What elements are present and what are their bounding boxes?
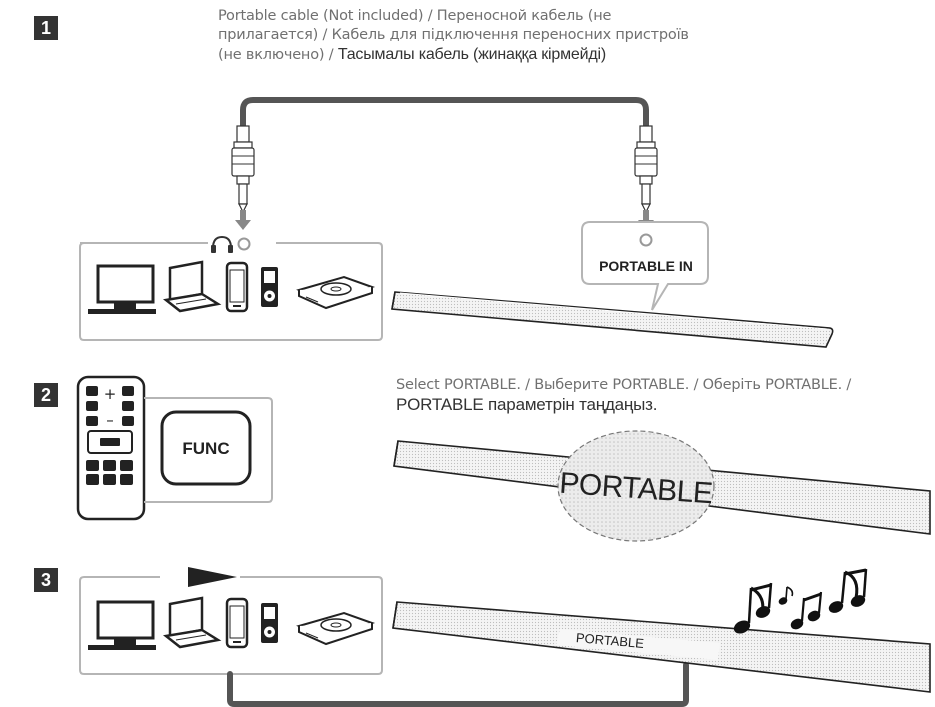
func-button-label: FUNC xyxy=(182,439,229,458)
phone-icon xyxy=(225,261,249,313)
remote-control xyxy=(76,375,146,521)
portable-cable xyxy=(231,97,658,214)
func-button[interactable] xyxy=(160,410,252,486)
tv-icon xyxy=(88,264,156,314)
step-2-badge: 2 xyxy=(34,383,58,407)
music-notes-icon xyxy=(733,568,868,634)
step-1-caption-line-1: Portable cable (Not included) / Переносн… xyxy=(218,8,612,24)
step-1-caption-kazakh: Тасымалы кабель (жинаққа кірмейді) xyxy=(337,46,606,63)
remote-plus-icon: + xyxy=(104,385,117,403)
portable-in-label: PORTABLE IN xyxy=(599,258,693,274)
mp3-player-icon-step-3 xyxy=(261,603,278,643)
sound-bar-step-3 xyxy=(392,601,931,693)
step-3-badge: 3 xyxy=(34,568,58,592)
laptop-icon-step-3 xyxy=(163,596,222,649)
step-3-connection-cable xyxy=(227,662,689,707)
mp3-player-icon xyxy=(261,267,278,307)
sound-bar-step-1 xyxy=(391,291,834,348)
laptop-icon xyxy=(163,260,222,313)
phone-icon-step-3 xyxy=(225,597,249,649)
headphone-icon xyxy=(211,235,233,253)
disc-player-icon xyxy=(296,275,376,310)
headphone-jack xyxy=(237,237,251,251)
step-2-zoom-panel xyxy=(144,397,273,503)
play-arrow-icon xyxy=(188,567,237,587)
step-2-caption-light: Select PORTABLE. / Выберите PORTABLE. / … xyxy=(396,377,852,393)
cable-plug-left xyxy=(231,125,255,214)
step-2-caption-kazakh: PORTABLE параметрін таңдаңыз. xyxy=(396,395,658,414)
step-1-caption: Portable cable (Not included) / Переносн… xyxy=(218,7,818,65)
display-portable-small: PORTABLE xyxy=(575,630,645,651)
step-1-badge: 1 xyxy=(34,16,58,40)
display-zoom-circle xyxy=(557,430,715,542)
disc-player-icon-step-3 xyxy=(296,611,376,646)
insert-arrow-left-icon xyxy=(235,210,251,230)
remote-minus-icon: – xyxy=(106,411,114,429)
portable-in-callout xyxy=(581,221,709,311)
step-1-caption-line-3: (не включено) / xyxy=(218,47,338,63)
step-1-device-panel xyxy=(79,242,383,341)
step-1-caption-line-2: прилагается) / Кабель для підключення пе… xyxy=(218,27,689,43)
tv-icon-step-3 xyxy=(88,600,156,650)
portable-in-jack xyxy=(639,233,653,247)
cable-plug-right xyxy=(634,125,658,214)
step-2-caption: Select PORTABLE. / Выберите PORTABLE. / … xyxy=(396,376,935,414)
